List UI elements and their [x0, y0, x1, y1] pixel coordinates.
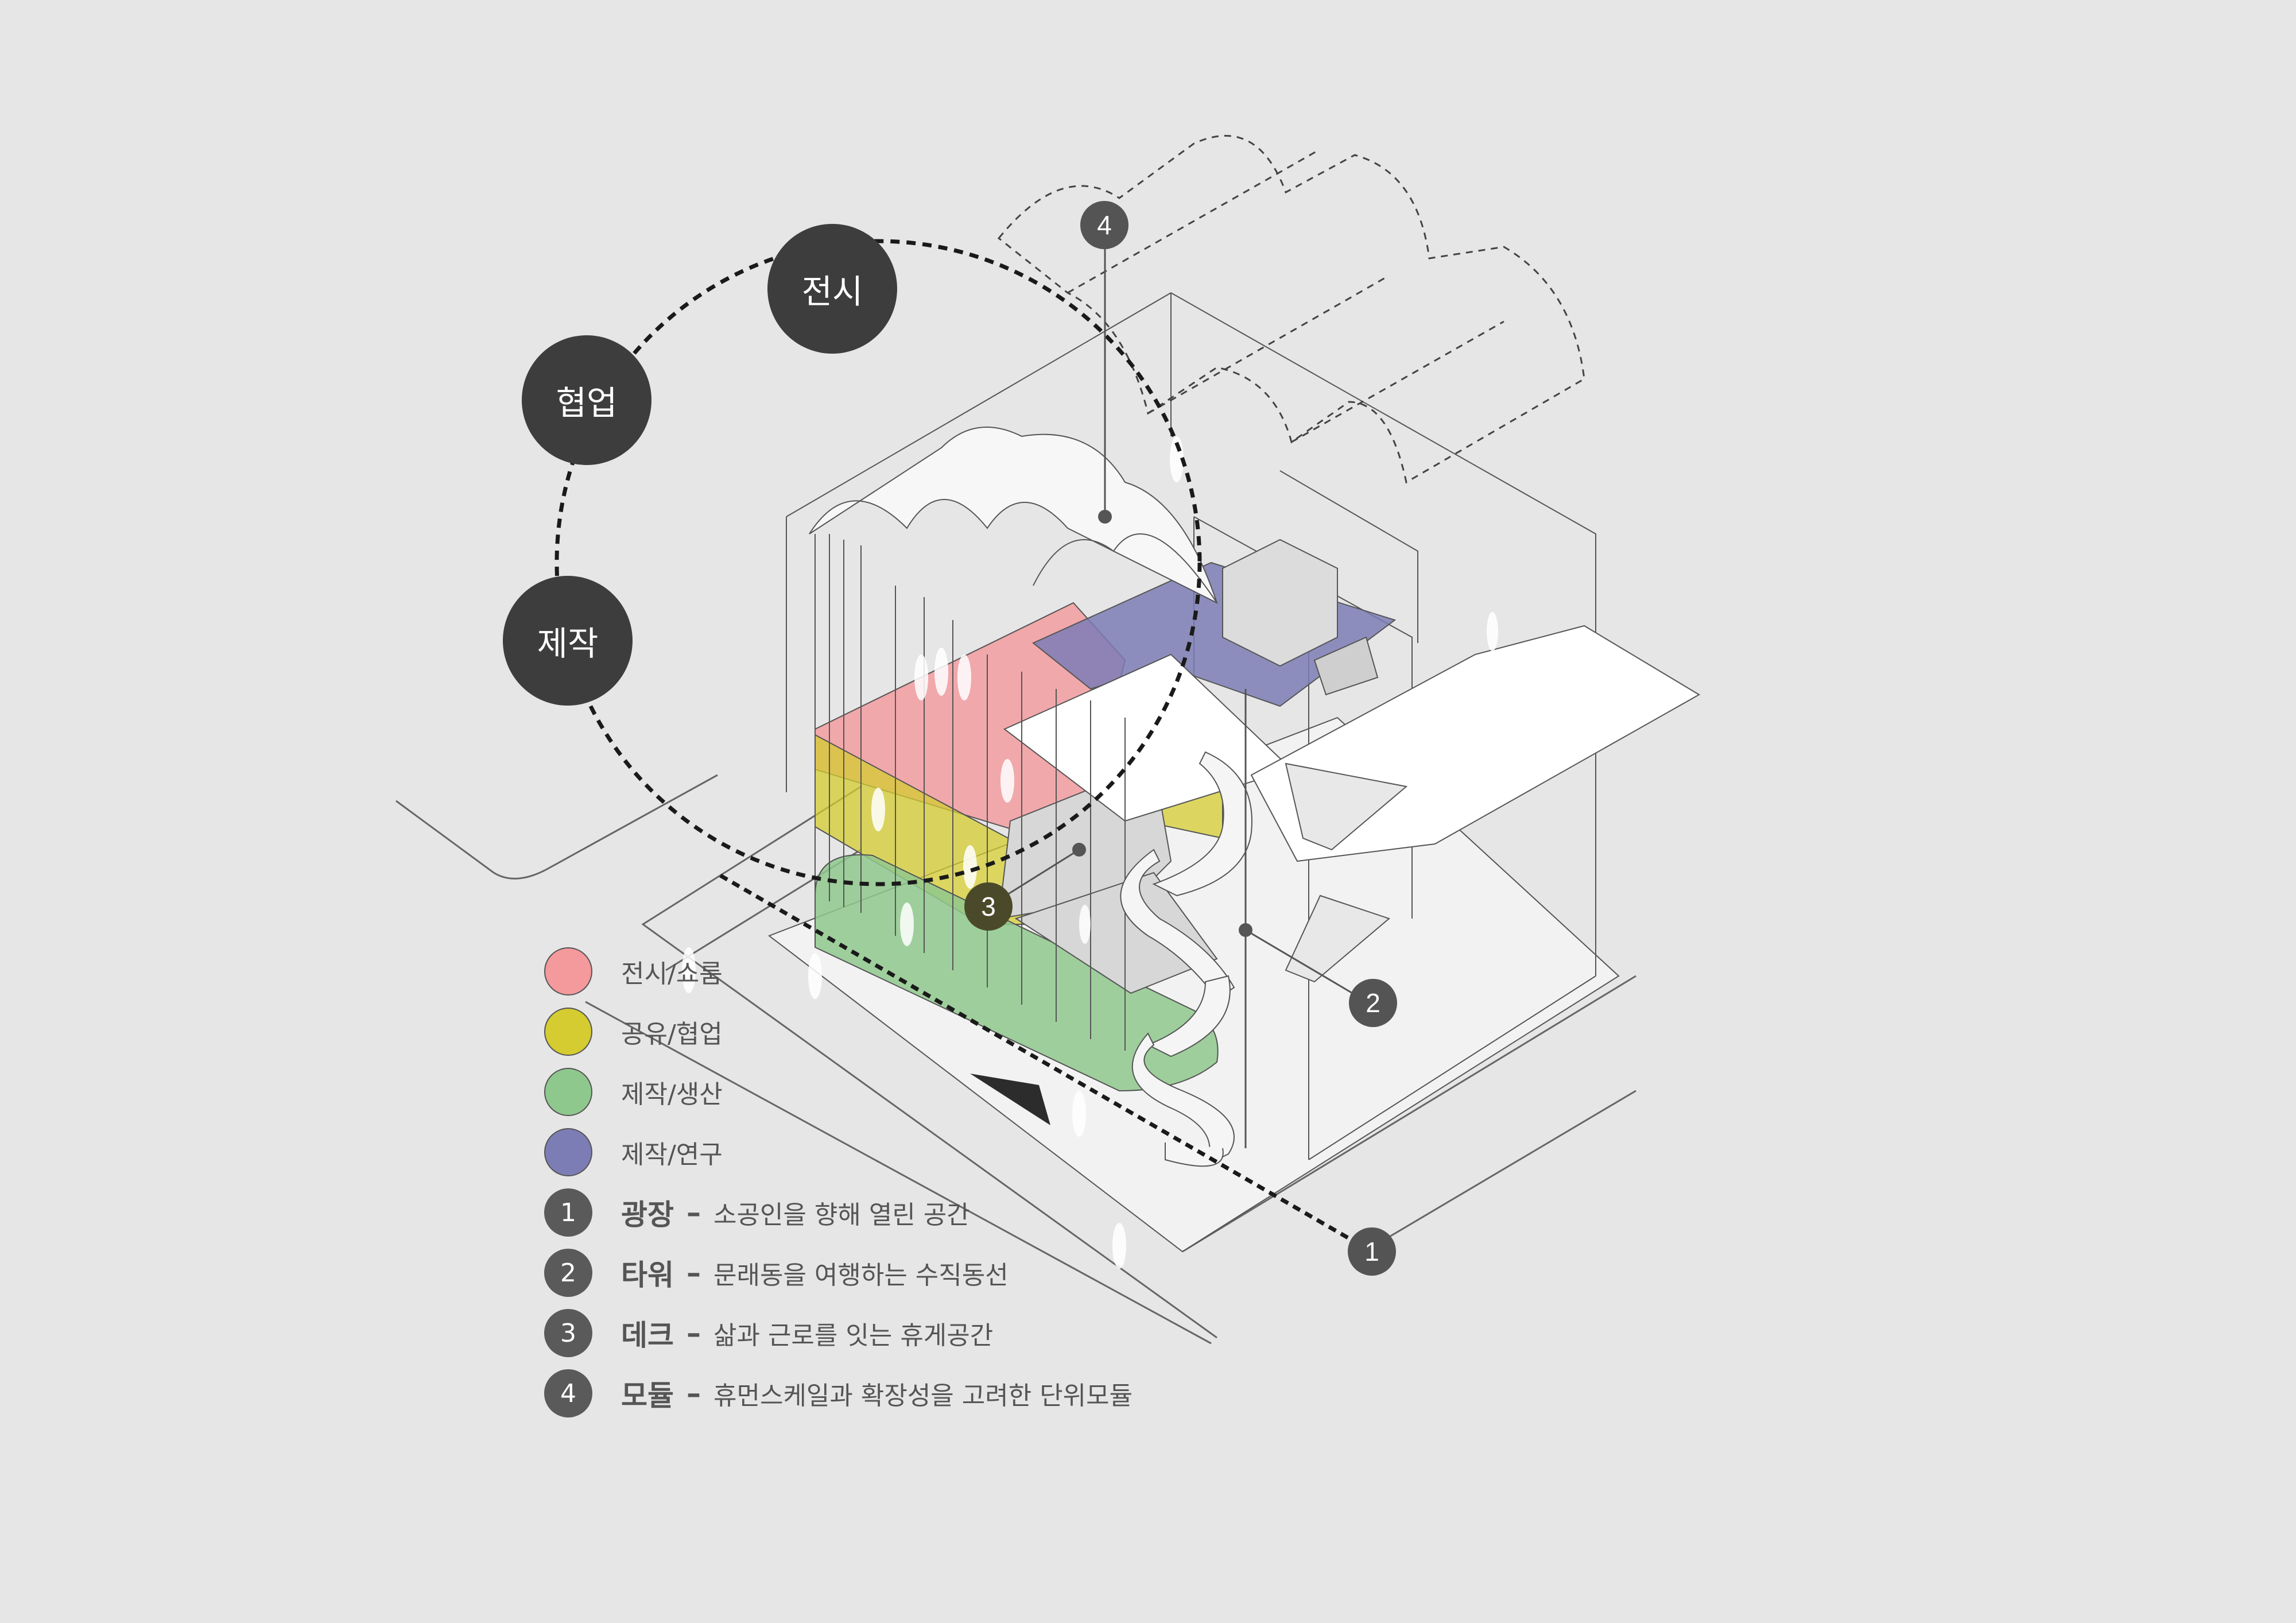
person-silhouette [957, 654, 971, 700]
deck-slab [1014, 871, 1218, 994]
frame-line [1308, 975, 1596, 1160]
legend-label: 제작/연구 [621, 1140, 723, 1169]
legend-label: 전시/쇼룸 [621, 959, 723, 989]
legend-title: 데크 [621, 1319, 674, 1352]
frame-line [1170, 292, 1596, 976]
person-silhouette [808, 953, 822, 999]
person-silhouette [963, 845, 977, 889]
legend-description: 삶과 근로를 잇는 휴게공간 [713, 1321, 994, 1350]
street-line [641, 785, 1217, 1339]
spiral-stair [1120, 751, 1252, 1167]
legend-description: 휴먼스케일과 확장성을 고려한 단위모듈 [713, 1381, 1133, 1411]
legend-label: 공유/협업 [621, 1020, 723, 1049]
person-silhouette [914, 654, 928, 700]
legend-row-research: 제작/연구 [544, 1128, 723, 1176]
street-line [1354, 1090, 1636, 1258]
legend-dash: – [687, 1256, 701, 1289]
diagram-marker-4: 4 [1080, 201, 1128, 249]
person-silhouette [1000, 759, 1014, 803]
person-silhouette [900, 902, 914, 946]
entrance-arrow-icon [970, 1074, 1050, 1125]
legend-number: 1 [544, 1188, 592, 1237]
legend-title: 광장 [621, 1198, 674, 1231]
swatch-collaboration [544, 1008, 592, 1056]
leader-dot [1072, 843, 1086, 857]
legend-dash: – [687, 1196, 701, 1229]
legend-number: 3 [544, 1309, 592, 1357]
person-silhouette [871, 788, 885, 831]
street-line [1182, 975, 1636, 1253]
legend-row-collaboration: 공유/협업 [544, 1008, 723, 1056]
concept-collaboration-bubble: 협업 [522, 335, 651, 465]
legend-description: 소공인을 향해 열린 공간 [713, 1200, 970, 1230]
module-outline [1291, 320, 1504, 443]
stair-flight [1285, 762, 1408, 851]
roof-curve [1033, 533, 1217, 603]
module-outline [1067, 148, 1321, 294]
leader-dot [1098, 510, 1112, 524]
person-silhouette [1487, 612, 1498, 651]
plaza-axis-line [719, 873, 1373, 1254]
leader-dot [1239, 923, 1252, 937]
person-silhouette [934, 648, 948, 696]
person-silhouette [1112, 1223, 1126, 1269]
service-box [1222, 539, 1338, 667]
person-silhouette [1072, 1091, 1086, 1137]
legend-description: 문래동을 여행하는 수직동선 [713, 1261, 1009, 1290]
swatch-production [544, 1068, 592, 1116]
swatch-exhibition [544, 947, 592, 996]
street-line [585, 1001, 1212, 1345]
diagram-marker-2: 2 [1349, 979, 1397, 1027]
legend-row-module: 4 모듈 – 휴먼스케일과 확장성을 고려한 단위모듈 [544, 1369, 1133, 1417]
legend-row-tower: 2 타워 – 문래동을 여행하는 수직동선 [544, 1249, 1009, 1297]
service-box [1313, 636, 1379, 696]
legend-label: 제작/생산 [621, 1080, 723, 1109]
module-outline [1147, 274, 1390, 415]
legend-row-plaza: 1 광장 – 소공인을 향해 열린 공간 [544, 1188, 970, 1237]
legend-dash: – [687, 1377, 701, 1410]
module-outline [997, 135, 1585, 484]
concept-production-bubble: 제작 [503, 576, 633, 706]
legend-title: 타워 [621, 1258, 674, 1292]
legend-number: 2 [544, 1249, 592, 1297]
legend-row-production: 제작/생산 [544, 1068, 723, 1116]
concept-cycle-ring [554, 239, 1202, 886]
stair-flight [1285, 894, 1391, 983]
diagram-marker-3: 3 [964, 882, 1013, 931]
person-silhouette [682, 947, 696, 993]
swatch-research [544, 1128, 592, 1176]
legend-dash: – [687, 1316, 701, 1350]
diagram-marker-1: 1 [1348, 1227, 1396, 1276]
vaulted-roof [809, 427, 1218, 604]
frame-line [786, 292, 1172, 517]
legend-number: 4 [544, 1369, 592, 1417]
street-line [395, 774, 718, 880]
legend-row-deck: 3 데크 – 삶과 근로를 잇는 휴게공간 [544, 1309, 993, 1357]
legend-title: 모듈 [621, 1379, 674, 1412]
legend-row-exhibition: 전시/쇼룸 [544, 947, 723, 996]
concept-exhibition-bubble: 전시 [767, 224, 897, 354]
frame-line [1279, 470, 1418, 643]
person-silhouette [1079, 905, 1091, 944]
